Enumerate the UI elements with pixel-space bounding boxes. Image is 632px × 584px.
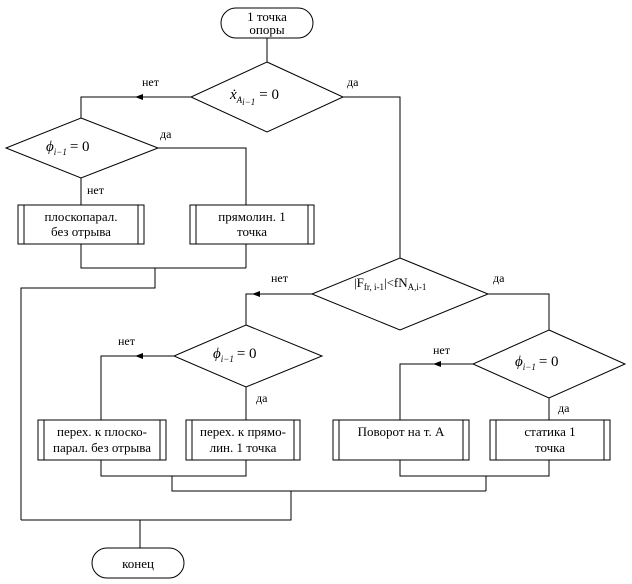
end-label: конец [122, 556, 154, 571]
process-linear-line2: точка [237, 224, 267, 239]
connectors [20, 38, 550, 548]
decision-phi-2: ϕi−1= 0 [172, 324, 324, 388]
process-linear: прямолин. 1 точка [189, 204, 315, 245]
process-planar-line1: плоскопарал. [44, 209, 117, 224]
process-rotation-label: Поворот на т. А [358, 424, 445, 439]
d2-yes-label: да [160, 127, 172, 141]
d1-yes-label: да [347, 75, 359, 89]
decision-phi-2-formula: ϕi−1= 0 [213, 346, 257, 364]
d1-no-label: нет [142, 75, 160, 89]
process-statics-line1: статика 1 [524, 424, 575, 439]
process-planar: плоскопарал. без отрыва [17, 204, 145, 245]
d5-yes-label: да [256, 391, 268, 405]
process-statics-line2: точка [535, 440, 565, 455]
decision-velocity-formula: ẋAi−1= 0 [229, 87, 279, 107]
process-planar-line2: без отрыва [51, 224, 111, 239]
d4-yes-label: да [493, 271, 505, 285]
d4-no-label: нет [271, 271, 289, 285]
process-transition-planar-line1: перех. к плоско- [57, 424, 147, 439]
decision-phi-3-formula: ϕi−1= 0 [515, 354, 559, 372]
process-linear-line1: прямолин. 1 [218, 209, 285, 224]
decision-phi-1: ϕi−1= 0 [4, 117, 160, 179]
decision-phi-1-formula: ϕi−1= 0 [46, 139, 90, 157]
process-transition-linear-line1: перех. к прямо- [200, 424, 286, 439]
start-line1: 1 точка [247, 9, 287, 24]
start-terminal: 1 точка опоры [220, 7, 314, 39]
decision-velocity: ẋAi−1= 0 [189, 61, 345, 133]
decision-friction: |Ffr, i-1|<fNA,i-1 [310, 257, 490, 331]
process-transition-planar-line2: парал. без отрыва [53, 440, 151, 455]
process-transition-planar: перех. к плоско- парал. без отрыва [37, 419, 167, 461]
decision-phi-3: ϕi−1= 0 [471, 329, 627, 399]
process-transition-linear: перех. к прямо- лин. 1 точка [185, 419, 301, 461]
process-transition-linear-line2: лин. 1 точка [210, 440, 277, 455]
d6-no-label: нет [433, 343, 451, 357]
start-line2: опоры [249, 22, 284, 37]
d6-yes-label: да [558, 401, 570, 415]
decision-friction-formula: |Ffr, i-1|<fNA,i-1 [354, 275, 426, 292]
process-statics: статика 1 точка [489, 419, 611, 461]
d5-no-label: нет [118, 334, 136, 348]
process-rotation: Поворот на т. А [332, 419, 470, 461]
end-terminal: конец [91, 547, 185, 579]
d2-no-label: нет [87, 183, 105, 197]
